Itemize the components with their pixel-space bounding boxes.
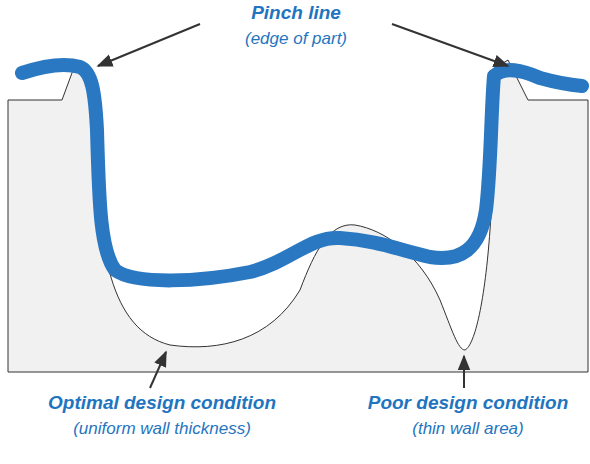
callout-title: Poor design condition xyxy=(368,392,569,414)
callout-title: Pinch line xyxy=(251,2,341,24)
callout-note: (thin wall area) xyxy=(412,419,524,439)
callout-note: (edge of part) xyxy=(245,29,347,49)
mold-body xyxy=(8,60,588,372)
callout-title: Optimal design condition xyxy=(48,392,276,414)
leader-line xyxy=(150,352,166,388)
formed-part xyxy=(22,65,582,280)
leader-line xyxy=(463,356,465,388)
leader-line xyxy=(98,24,200,66)
callout-note: (uniform wall thickness) xyxy=(73,419,251,439)
leader-line xyxy=(392,24,508,66)
